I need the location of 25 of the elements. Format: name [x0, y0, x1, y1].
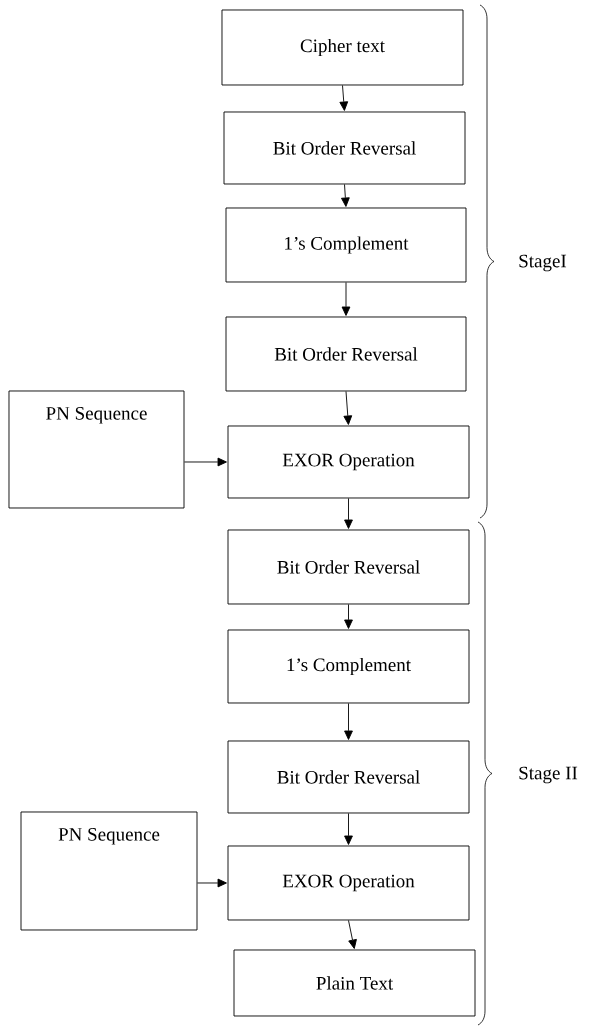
arrow [344, 703, 353, 740]
stage-label: Stage II [519, 766, 578, 784]
process-box: PN Sequence [20, 811, 198, 931]
process-box: EXOR Operation [227, 845, 470, 921]
arrow [348, 920, 357, 949]
arrow [344, 604, 353, 629]
arrow [341, 184, 350, 207]
arrow [184, 457, 227, 467]
process-box: Plain Text [233, 949, 476, 1017]
process-box: Bit Order Reversal [225, 316, 467, 392]
arrow [344, 813, 353, 845]
process-box: EXOR Operation [227, 425, 470, 499]
process-box: 1’s Complement [225, 207, 467, 283]
process-box: 1’s Complement [227, 629, 470, 704]
process-box: Bit Order Reversal [227, 740, 470, 814]
process-box: PN Sequence [8, 390, 185, 509]
stage-label: StageI [519, 254, 567, 272]
process-box: Cipher text [221, 9, 464, 86]
arrow [197, 878, 227, 888]
process-box: Bit Order Reversal [223, 111, 466, 185]
arrow [339, 85, 349, 111]
arrow [344, 498, 353, 529]
arrow [343, 391, 353, 425]
arrow [341, 282, 351, 316]
process-box: Bit Order Reversal [227, 529, 470, 605]
